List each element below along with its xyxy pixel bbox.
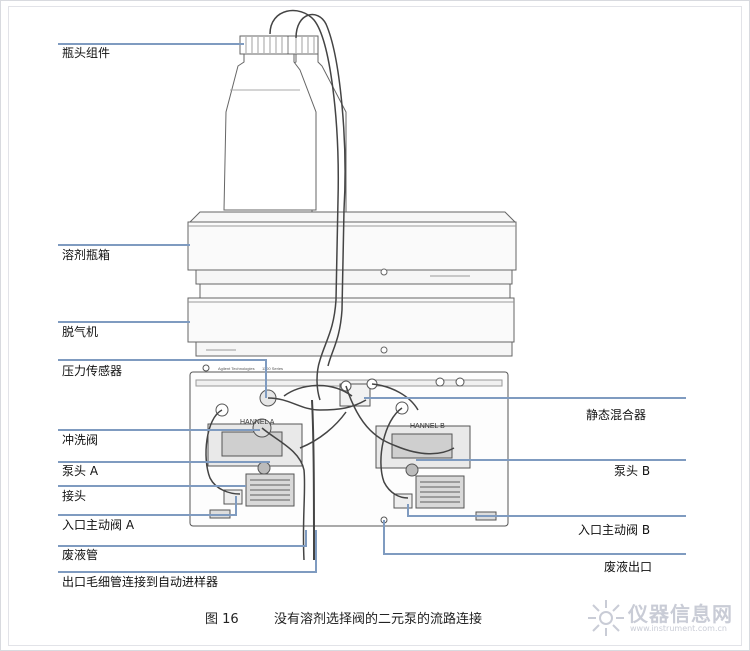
label-static-mixer: 静态混合器 — [586, 408, 647, 422]
watermark-logo-icon — [588, 600, 624, 636]
tube-solvent-1 — [269, 9, 339, 401]
label-outlet-capillary: 出口毛细管连接到自动进样器 — [62, 575, 219, 589]
solvent-bottles — [223, 35, 347, 213]
leader-inlet-valve-b — [407, 504, 686, 517]
tube-solvent-2 — [295, 13, 346, 367]
leader-inlet-valve-a — [58, 496, 237, 516]
solvent-cabinet — [187, 211, 517, 285]
watermark-url: www.instrument.com.cn — [630, 624, 727, 633]
channel-a-text: HANNEL A — [240, 419, 275, 426]
label-purge-valve: 冲洗阀 — [62, 433, 99, 447]
tube-cross-1 — [283, 384, 353, 397]
label-bottle-head: 瓶头组件 — [62, 46, 111, 60]
bottle-front — [223, 51, 317, 211]
brand-text: Agilent Technologies — [218, 366, 255, 371]
tube-cross-2 — [299, 411, 347, 449]
tube-waste — [311, 399, 315, 561]
leader-pressure-sensor — [58, 359, 267, 398]
tube-sensor — [261, 427, 306, 561]
figure-number: 图 16 — [205, 612, 239, 627]
leader-waste-outlet — [383, 520, 686, 555]
label-waste-outlet: 废液出口 — [604, 560, 653, 574]
leader-waste-tube — [58, 530, 307, 547]
tube-b-outlet — [371, 383, 419, 411]
tubing — [205, 9, 455, 561]
label-inlet-valve-a: 入口主动阀 A — [62, 518, 135, 532]
watermark-text: 仪器信息网 — [628, 602, 733, 626]
degasser-unit — [187, 283, 515, 357]
tube-mixer — [345, 385, 455, 455]
label-inlet-valve-b: 入口主动阀 B — [578, 523, 651, 537]
leader-lines — [58, 43, 686, 573]
binary-pump-module — [189, 364, 509, 527]
label-solvent-cabinet: 溶剂瓶箱 — [62, 248, 111, 262]
channel-b-text: HANNEL B — [410, 423, 445, 430]
watermark: 仪器信息网 www.instrument.com.cn — [584, 596, 744, 644]
label-pump-head-b: 泵头 B — [614, 464, 651, 478]
model-text: 1100 Series — [262, 366, 283, 371]
label-degasser: 脱气机 — [62, 325, 99, 339]
inner-frame — [8, 6, 742, 646]
label-pressure-sensor: 压力传感器 — [62, 364, 123, 378]
label-pump-head-a: 泵头 A — [62, 464, 99, 478]
tube-a-loop — [205, 409, 241, 495]
label-connector: 接头 — [62, 489, 87, 503]
tube-b-loop — [380, 407, 409, 499]
label-waste-tube: 废液管 — [62, 548, 99, 562]
figure-title: 没有溶剂选择阀的二元泵的流路连接 — [274, 612, 483, 627]
leader-outlet-capillary — [58, 530, 317, 573]
bottle-cap-back — [287, 35, 319, 55]
